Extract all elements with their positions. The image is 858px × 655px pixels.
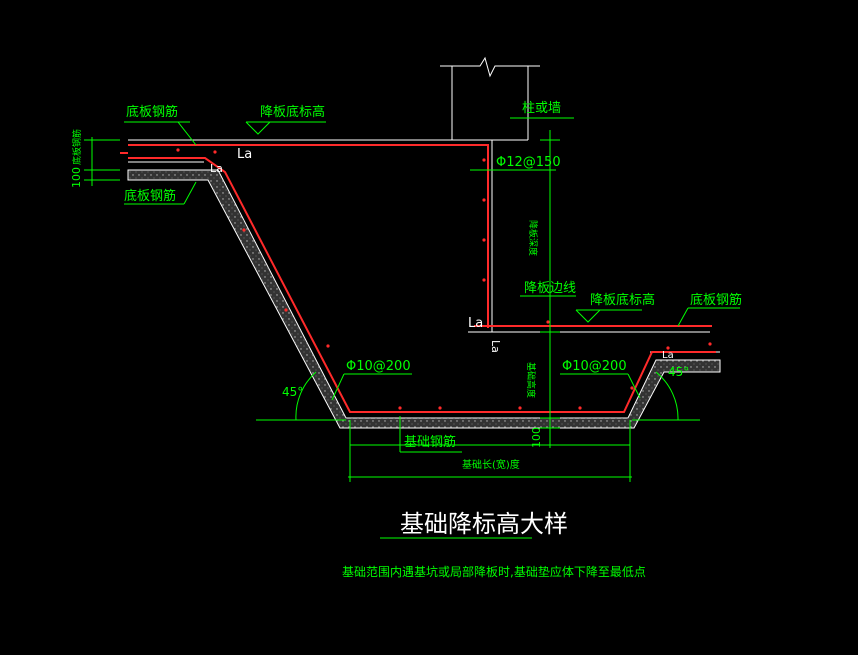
slab-outline	[128, 139, 720, 353]
foundation-rebar-label: 基础钢筋	[404, 434, 456, 450]
slab-elevation-top-label: 降板底标高	[260, 104, 325, 120]
la-circle-left-label: La	[210, 162, 223, 175]
phi10-right-label: Φ10@200	[562, 359, 627, 374]
angle-right-label: 45°	[668, 365, 689, 379]
column-or-wall-label: 柱或墙	[522, 101, 561, 116]
angle-left-label: 45°	[282, 385, 303, 399]
phi10-left-label: Φ10@200	[346, 359, 411, 374]
la-vertical-mid-label: La	[489, 340, 502, 353]
foundation-length-width-label: 基础长(宽)度	[462, 458, 520, 471]
rebar-dots	[176, 148, 712, 410]
la-top-left-label: La	[237, 147, 252, 162]
bottom-rebar-top-left-label: 底板钢筋	[126, 104, 178, 120]
la-mid-label: La	[468, 316, 483, 331]
bottom-rebar-vertical-left-label: 底板钢筋	[71, 129, 83, 165]
drop-edge-line-label: 降板边线	[524, 281, 576, 296]
bottom-rebar-right-label: 底板钢筋	[690, 292, 742, 308]
bottom-rebar-bottom-left-label: 底板钢筋	[124, 188, 176, 204]
title-block: 基础降标高大样 基础范围内遇基坑或局部降板时,基础垫应体下降至最低点	[342, 510, 646, 579]
drop-depth-vertical-label: 降板深度	[527, 220, 539, 256]
slab-elevation-mid-label: 降板底标高	[590, 292, 655, 308]
annotation-labels: 底板钢筋 降板底标高 柱或墙 La La Φ12@150 100 底板钢筋 底板…	[70, 101, 742, 471]
drawing-title: 基础降标高大样	[400, 510, 568, 538]
concrete-cushion	[127, 169, 721, 429]
drawing-note: 基础范围内遇基坑或局部降板时,基础垫应体下降至最低点	[342, 564, 646, 579]
foundation-depth-vertical-label: 基础高度	[525, 362, 537, 398]
la-circle-right-label: La	[662, 350, 674, 361]
rebar-lines	[120, 144, 716, 413]
column-above	[440, 56, 540, 140]
phi12-label: Φ12@150	[496, 155, 561, 170]
dim-100-left-label: 100	[70, 167, 83, 188]
dimension-lines	[84, 117, 740, 539]
dim-100-bottom-label: 100	[530, 427, 543, 448]
